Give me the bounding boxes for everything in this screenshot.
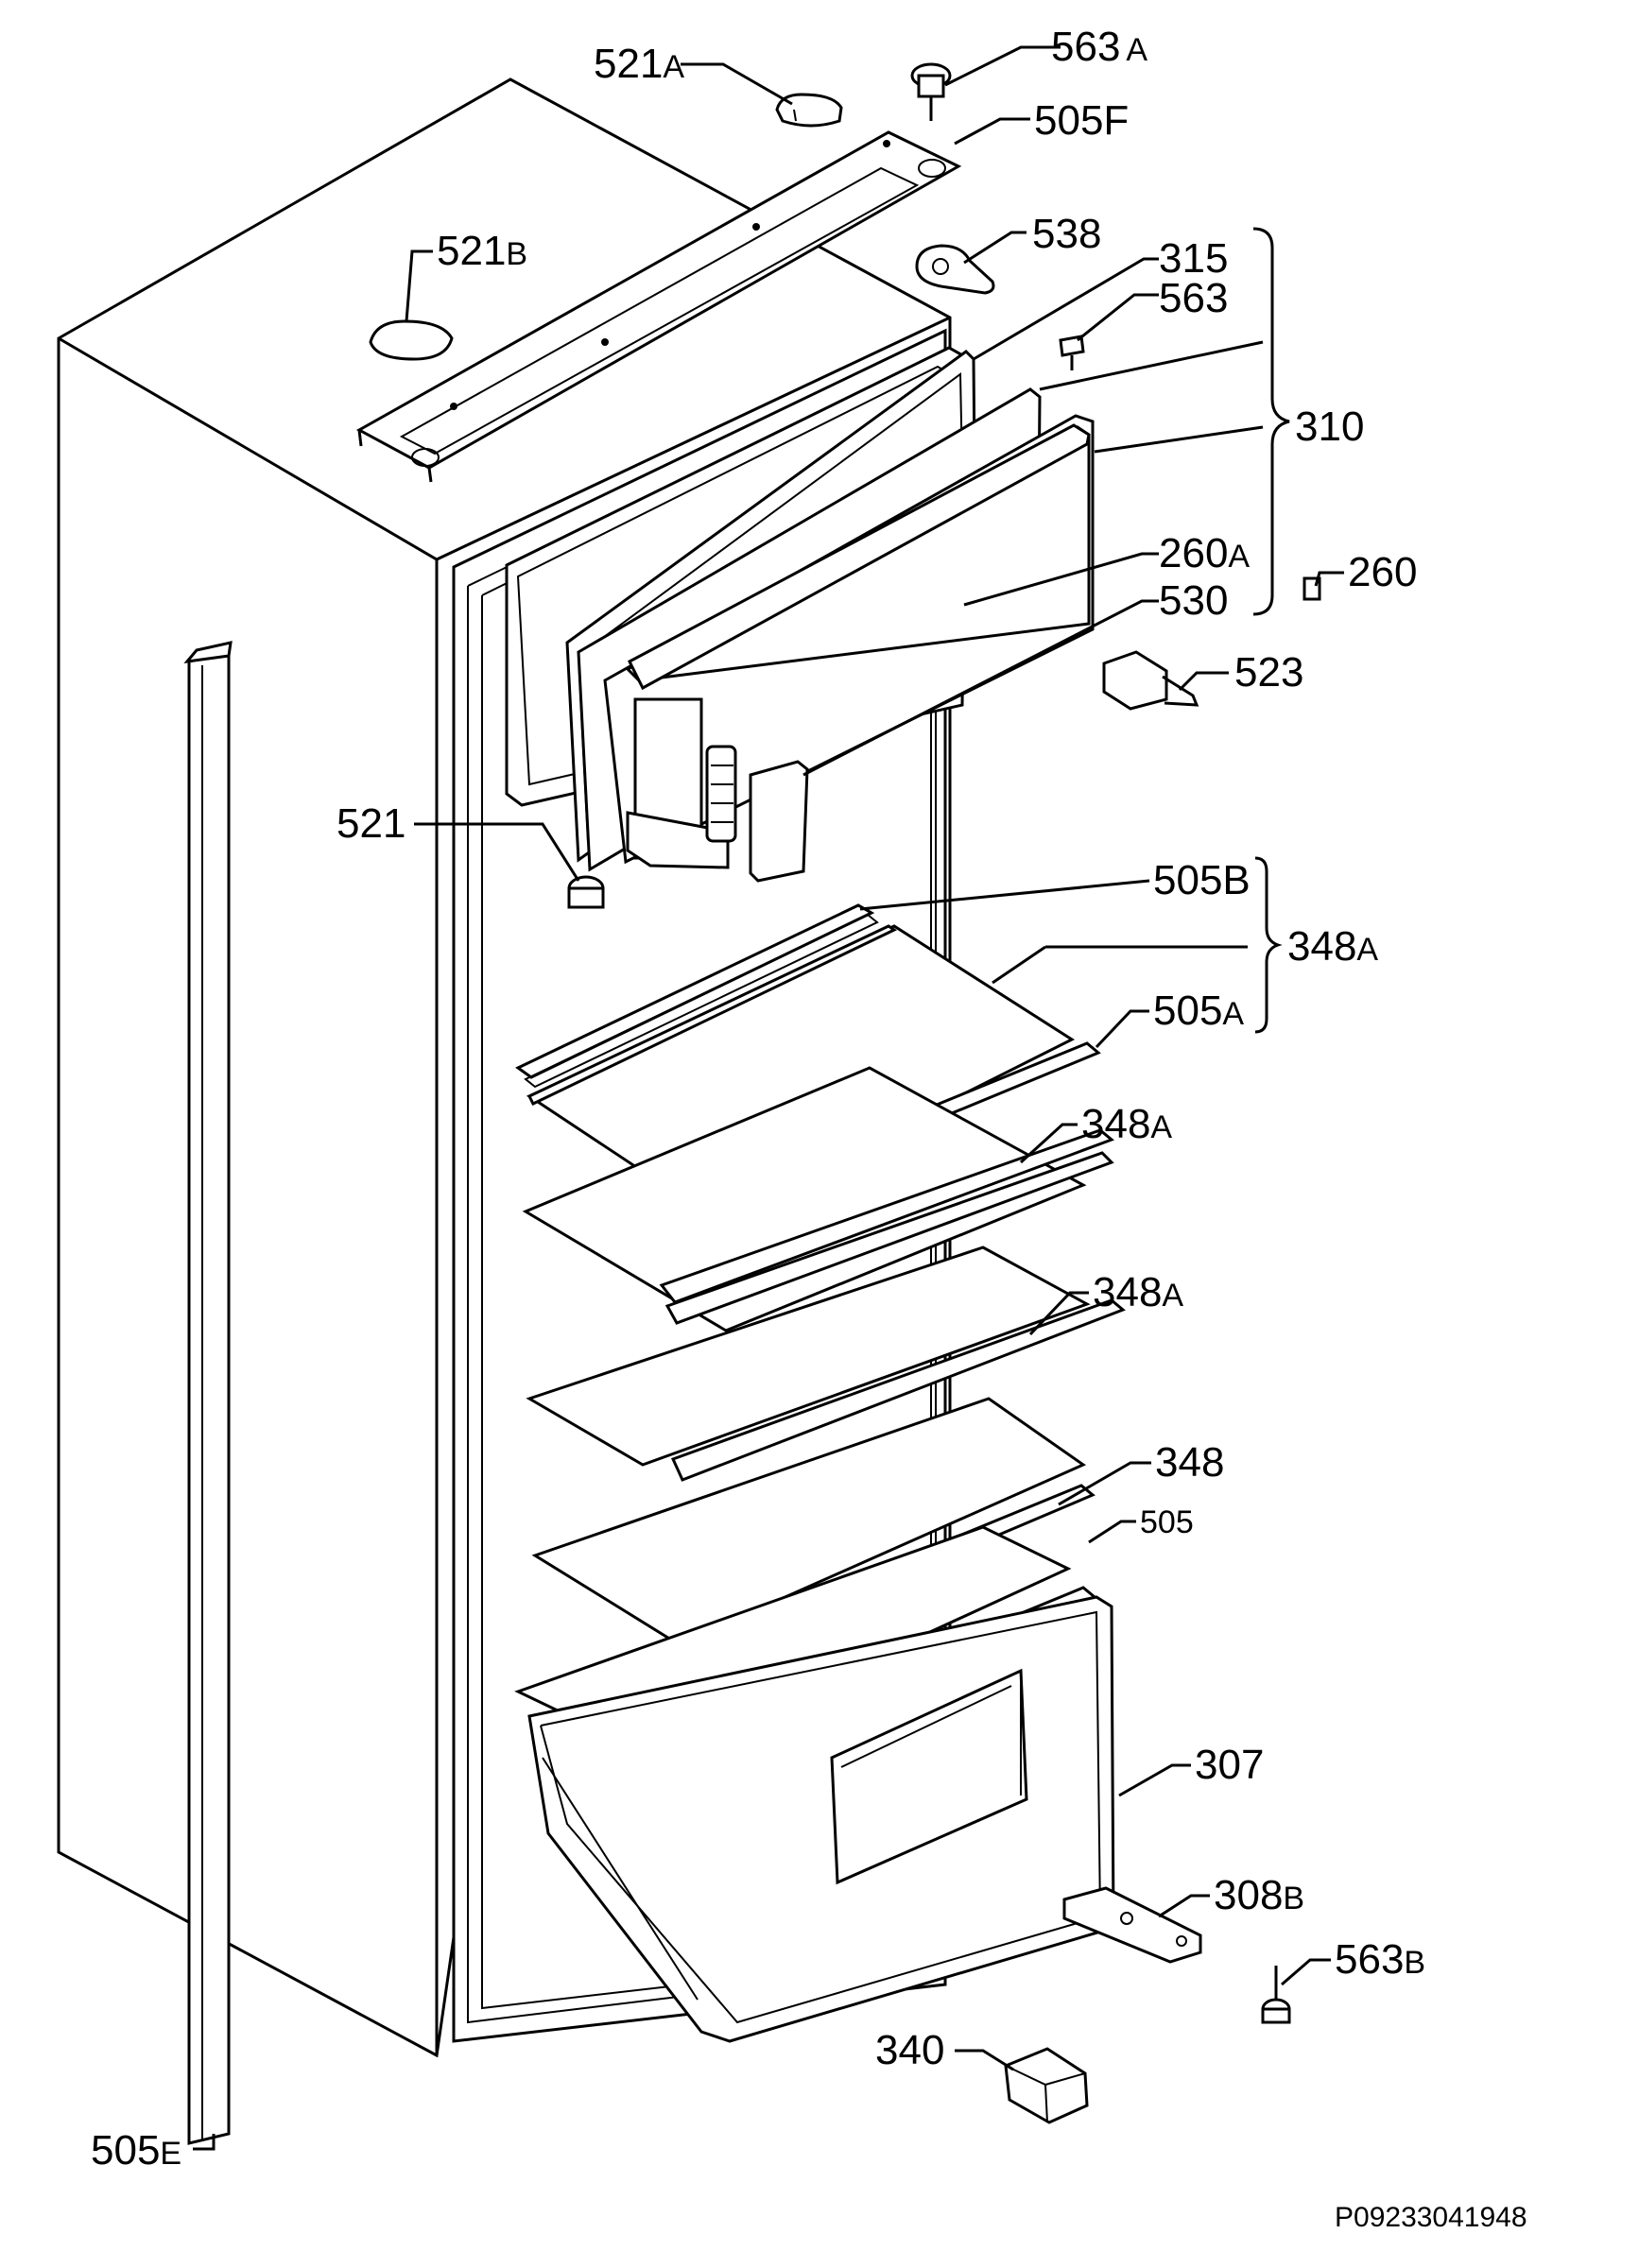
- label-348: 348: [1155, 1439, 1224, 1486]
- drawing-code: P09233041948: [1335, 2202, 1527, 2233]
- label-505B: 505B: [1153, 857, 1251, 903]
- screw-563B: [1261, 1966, 1291, 2024]
- glass-shelf-348A-lower: [526, 1246, 1126, 1482]
- label-538: 538: [1032, 211, 1101, 257]
- plug-521: [567, 875, 605, 909]
- label-505A: 505A: [1153, 988, 1244, 1034]
- brace-348A: [1254, 856, 1283, 1034]
- label-260: 260: [1348, 549, 1417, 595]
- freezer-door-assembly: [505, 346, 1095, 883]
- top-hinge-bar: [355, 130, 962, 483]
- label-521A: 521A: [594, 41, 684, 87]
- screw-563: [1059, 335, 1085, 370]
- label-348A-middle: 348A: [1081, 1101, 1172, 1147]
- label-260A: 260A: [1159, 530, 1250, 576]
- label-315: 315: [1159, 235, 1228, 282]
- label-563: 563: [1159, 275, 1228, 321]
- cap-521A: [775, 93, 843, 128]
- leader-lines: [193, 45, 1344, 2151]
- label-530: 530: [1159, 577, 1228, 624]
- label-505: 505: [1140, 1504, 1194, 1540]
- label-348A-group: 348A: [1287, 923, 1378, 970]
- plug-340: [1004, 2047, 1089, 2124]
- cap-521B: [369, 319, 454, 361]
- label-523: 523: [1234, 649, 1303, 696]
- plug-523: [1102, 650, 1199, 711]
- screw-563A: [910, 62, 952, 121]
- label-521B: 521B: [437, 228, 527, 274]
- label-310: 310: [1295, 404, 1364, 450]
- label-307: 307: [1195, 1742, 1264, 1788]
- label-505E: 505E: [91, 2127, 181, 2174]
- label-563B: 563B: [1335, 1936, 1425, 1983]
- label-348A-lower: 348A: [1093, 1269, 1183, 1315]
- glass-shelf-348A-middle: [522, 1066, 1114, 1332]
- label-521: 521: [336, 800, 405, 847]
- hinge-part-538: [915, 244, 995, 295]
- brace-310: [1252, 227, 1290, 616]
- door-trim-strip: [183, 641, 233, 2145]
- label-308B: 308B: [1214, 1872, 1304, 1918]
- door-hinge-spring: [705, 745, 737, 843]
- bracket-308B: [1062, 1886, 1202, 1964]
- crisper-drawer: [527, 1595, 1115, 2043]
- label-505F: 505F: [1034, 97, 1129, 144]
- label-340: 340: [875, 2027, 944, 2073]
